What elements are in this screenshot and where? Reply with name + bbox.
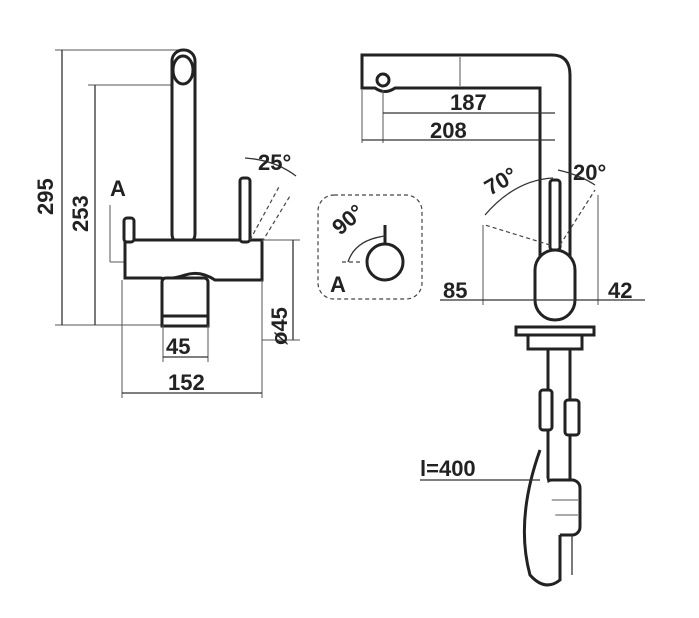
faucet-body [533, 248, 577, 322]
pull-out-spout [360, 53, 572, 257]
lever-handle [548, 178, 562, 252]
detail-angle-label: 90° [327, 199, 369, 240]
base-diameter-label: ø45 [267, 307, 292, 345]
faucet-body [123, 238, 264, 282]
hose-length-label: l=400 [420, 456, 476, 481]
height-total-label: 295 [33, 178, 58, 215]
base-width-label: 45 [166, 334, 190, 359]
handle-circle [365, 242, 405, 282]
height-spout-label: 253 [68, 195, 93, 232]
body-width-label: 152 [168, 370, 205, 395]
front-offset-label: 85 [443, 278, 467, 303]
left-faucet-view: 295 253 A 25° ø45 45 152 [33, 48, 300, 398]
handle-marker-label: A [110, 176, 126, 201]
right-handle [238, 176, 252, 244]
reach-inner-label: 187 [450, 90, 487, 115]
back-offset-label: 42 [608, 278, 632, 303]
right-faucet-view: 187 208 70° 20° 85 42 l=400 [360, 53, 645, 587]
handle-angle-label: 25° [258, 150, 291, 175]
detail-marker-label: A [330, 272, 346, 297]
handle-detail-view: 90° A [317, 194, 423, 300]
left-handle [122, 216, 136, 244]
hose [522, 449, 562, 587]
back-angle-label: 20° [573, 160, 606, 185]
detail-frame [317, 194, 423, 300]
reach-outer-label: 208 [430, 118, 467, 143]
front-angle-label: 70° [480, 162, 521, 200]
